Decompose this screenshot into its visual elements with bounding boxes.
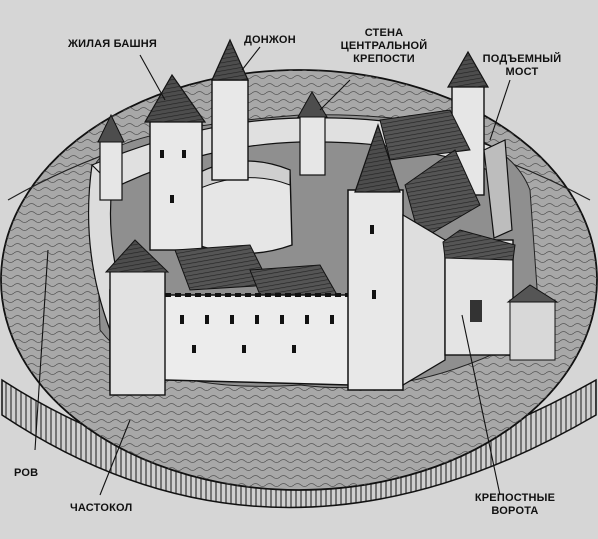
label-central-wall: СТЕНА ЦЕНТРАЛЬНОЙ КРЕПОСТИ [336,27,432,66]
donjon [194,38,293,255]
label-central-wall-line-2: ЦЕНТРАЛЬНОЙ [340,40,428,52]
label-donjon: ДОНЖОН [244,34,296,46]
label-moat: РОВ [14,467,39,479]
label-drawbridge: ПОДЪЕМНЫЙ МОСТ [478,53,566,79]
label-residential-tower: ЖИЛАЯ БАШНЯ [68,38,158,50]
label-central-wall-line-3: КРЕПОСТИ [353,53,415,65]
leader-lines [34,46,511,496]
label-fortress-gate-line-1: КРЕПОСТНЫЕ [474,492,556,504]
label-fortress-gate: КРЕПОСТНЫЕ ВОРОТА [466,492,564,518]
label-drawbridge-line-2: МОСТ [505,66,539,78]
fortress-gate [402,213,559,387]
left-front-tower [104,239,170,396]
label-palisade: ЧАСТОКОЛ [70,502,133,514]
drawbridge [483,139,513,239]
label-central-wall-line-1: СТЕНА [364,27,404,39]
residential-tower [143,73,207,251]
inner-halls [174,109,481,301]
label-fortress-gate-line-2: ВОРОТА [491,505,539,517]
corner-tower [347,123,404,391]
label-drawbridge-line-1: ПОДЪЕМНЫЙ [482,53,562,65]
